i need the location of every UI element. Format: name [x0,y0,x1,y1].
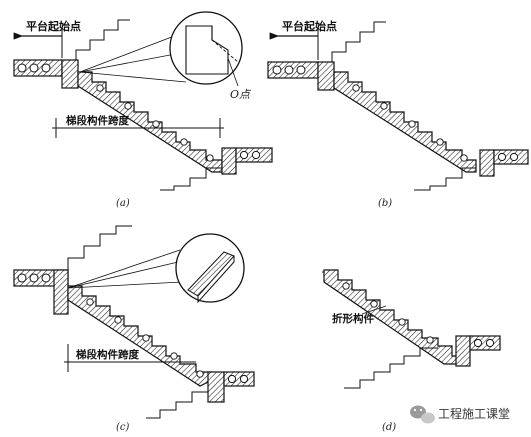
upper-break-c [67,225,132,270]
caption-c: (c) [116,422,130,433]
rebar-circles-c [86,298,204,378]
span-label-a: 梯段构件跨度 [66,114,129,127]
rebar-circles-b [352,84,468,162]
lower-slab-b [493,149,529,165]
lower-slab-c [223,371,255,387]
panel-d: 折形构件 (d) [322,269,501,433]
rebar-circles-a [96,84,214,162]
wall-block-lower-b [479,149,495,177]
magnifier-detail-c [175,233,245,304]
folded-member-label: 折形构件 [332,312,374,325]
lower-break-c [146,391,208,419]
panel-c: 梯段构件跨度 (c) [13,225,255,433]
watermark: 工程施工课堂 [410,405,510,424]
platform-slab-a [13,59,63,77]
panel-a: 平台起始点 O点 梯段构件跨度 (a) [13,11,273,209]
lower-break-b [414,167,476,191]
rebar-circles-d [342,282,434,344]
lower-break-d [344,347,438,389]
folded-end-block-d [455,335,471,367]
platform-slab-b [267,61,319,79]
watermark-text: 工程施工课堂 [438,406,510,421]
platform-start-label-a: 平台起始点 [26,19,81,33]
lower-slab-a [235,147,273,163]
magnifier-detail-a [169,11,243,87]
upper-break-a [75,19,130,60]
wechat-icon [410,405,435,424]
wall-block-upper-b [317,61,335,91]
caption-d: (d) [382,422,396,433]
wall-block-lower-c [207,371,225,403]
stair-flight-b [333,71,477,173]
caption-a: (a) [116,198,130,209]
wall-block-lower-a [221,147,237,175]
lower-slab-d [469,335,501,351]
caption-b: (b) [378,198,392,209]
wall-block-upper-a [61,59,79,89]
o-point-label: O点 [230,88,252,101]
platform-start-label-b: 平台起始点 [282,19,337,33]
upper-break-b [331,21,386,62]
span-dimension-c [64,344,196,372]
folded-member-leader [361,305,387,315]
panel-b: 平台起始点 (b) [267,19,529,209]
callout-lines-c [67,249,183,289]
span-label-c: 梯段构件跨度 [76,348,139,361]
wall-block-upper-c [53,269,69,315]
span-dimension-a [52,118,224,138]
lower-break-a [160,167,222,191]
